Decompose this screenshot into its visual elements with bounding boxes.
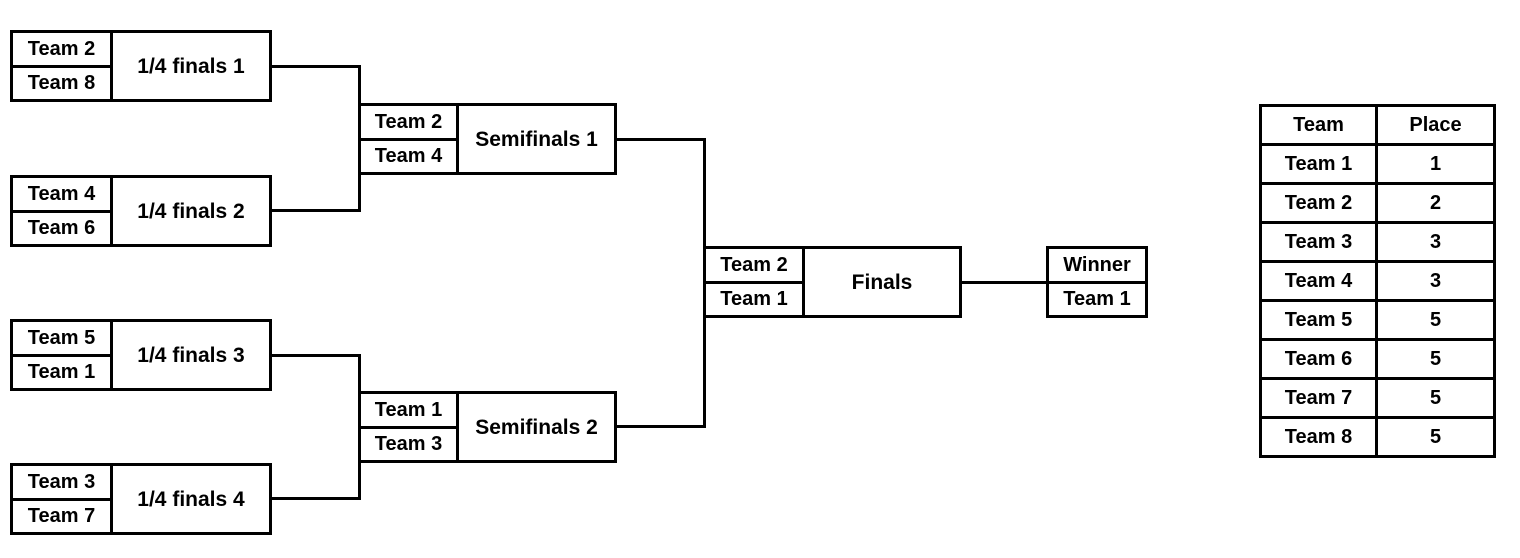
match-label: Semifinals 1 <box>475 127 598 151</box>
team-slot-top: Team 4 <box>13 178 110 213</box>
match-quarterfinal-1[interactable]: Team 2 Team 8 1/4 finals 1 <box>10 30 272 102</box>
cell-team: Team 6 <box>1259 338 1378 380</box>
column-header-place: Place <box>1375 104 1496 146</box>
team-slot-bottom: Team 3 <box>374 433 443 456</box>
table-row: Team 7 5 <box>1259 377 1496 419</box>
match-semifinal-2[interactable]: Team 1 Team 3 Semifinals 2 <box>358 391 617 463</box>
cell-place: 3 <box>1375 260 1496 302</box>
cell-team: Team 7 <box>1259 377 1378 419</box>
match-teams: Team 2 Team 4 <box>361 106 459 172</box>
connector-vertical-sf1 <box>358 65 361 212</box>
cell-place: 5 <box>1375 338 1496 380</box>
table-row: Team 1 1 <box>1259 143 1496 185</box>
connector-vertical-finals <box>703 138 706 428</box>
match-label: 1/4 finals 2 <box>137 199 245 223</box>
match-label: Finals <box>851 270 913 294</box>
connector-qf4-to-sf2 <box>272 497 361 500</box>
match-teams: Team 2 Team 8 <box>13 33 113 99</box>
match-label: 1/4 finals 4 <box>137 487 245 511</box>
team-slot-top: Team 5 <box>13 322 110 357</box>
table-row: Team 6 5 <box>1259 338 1496 380</box>
connector-sf1-to-finals <box>617 138 706 141</box>
team-slot-bottom: Team 4 <box>374 145 443 168</box>
cell-place: 2 <box>1375 182 1496 224</box>
table-row: Team 5 5 <box>1259 299 1496 341</box>
match-teams: Team 3 Team 7 <box>13 466 113 532</box>
cell-team: Team 3 <box>1259 221 1378 263</box>
cell-team: Team 8 <box>1259 416 1378 458</box>
cell-place: 1 <box>1375 143 1496 185</box>
team-slot-top: Team 2 <box>13 33 110 68</box>
match-semifinal-1[interactable]: Team 2 Team 4 Semifinals 1 <box>358 103 617 175</box>
column-header-team: Team <box>1259 104 1378 146</box>
cell-place: 5 <box>1375 299 1496 341</box>
team-slot-top: Team 2 <box>706 249 802 284</box>
winner-team: Team 1 <box>1063 288 1131 311</box>
match-quarterfinal-3[interactable]: Team 5 Team 1 1/4 finals 3 <box>10 319 272 391</box>
team-slot-bottom: Team 1 <box>720 288 788 311</box>
results-table: Team Place Team 1 1 Team 2 2 Team 3 3 Te… <box>1259 104 1496 458</box>
team-slot-top: Team 2 <box>361 106 456 141</box>
cell-place: 5 <box>1375 377 1496 419</box>
match-teams: Team 1 Team 3 <box>361 394 459 460</box>
cell-team: Team 5 <box>1259 299 1378 341</box>
match-finals[interactable]: Team 2 Team 1 Finals <box>703 246 962 318</box>
team-slot-bottom: Team 1 <box>27 361 96 384</box>
team-slot-bottom: Team 7 <box>27 505 96 528</box>
match-quarterfinal-2[interactable]: Team 4 Team 6 1/4 finals 2 <box>10 175 272 247</box>
connector-qf2-to-sf1 <box>272 209 361 212</box>
cell-team: Team 2 <box>1259 182 1378 224</box>
winner-box[interactable]: Winner Team 1 <box>1046 246 1148 318</box>
team-slot-top: Team 1 <box>361 394 456 429</box>
match-quarterfinal-4[interactable]: Team 3 Team 7 1/4 finals 4 <box>10 463 272 535</box>
connector-vertical-sf2 <box>358 354 361 500</box>
team-slot-bottom: Team 6 <box>27 217 96 240</box>
connector-qf1-to-sf1 <box>272 65 361 68</box>
table-row: Team 8 5 <box>1259 416 1496 458</box>
cell-place: 5 <box>1375 416 1496 458</box>
match-label: 1/4 finals 3 <box>137 343 245 367</box>
winner-heading: Winner <box>1049 249 1145 284</box>
match-label: Semifinals 2 <box>475 415 598 439</box>
cell-team: Team 1 <box>1259 143 1378 185</box>
results-table-body: Team 1 1 Team 2 2 Team 3 3 Team 4 3 Team… <box>1259 143 1496 458</box>
team-slot-top: Team 3 <box>13 466 110 501</box>
cell-team: Team 4 <box>1259 260 1378 302</box>
connector-finals-to-winner <box>959 281 1049 284</box>
table-row: Team 2 2 <box>1259 182 1496 224</box>
table-row: Team 4 3 <box>1259 260 1496 302</box>
team-slot-bottom: Team 8 <box>27 72 96 95</box>
table-header-row: Team Place <box>1259 104 1496 146</box>
cell-place: 3 <box>1375 221 1496 263</box>
table-row: Team 3 3 <box>1259 221 1496 263</box>
match-teams: Team 5 Team 1 <box>13 322 113 388</box>
match-teams: Team 2 Team 1 <box>706 249 805 315</box>
connector-sf2-to-finals <box>617 425 706 428</box>
match-label: 1/4 finals 1 <box>137 54 245 78</box>
connector-qf3-to-sf2 <box>272 354 361 357</box>
match-teams: Team 4 Team 6 <box>13 178 113 244</box>
